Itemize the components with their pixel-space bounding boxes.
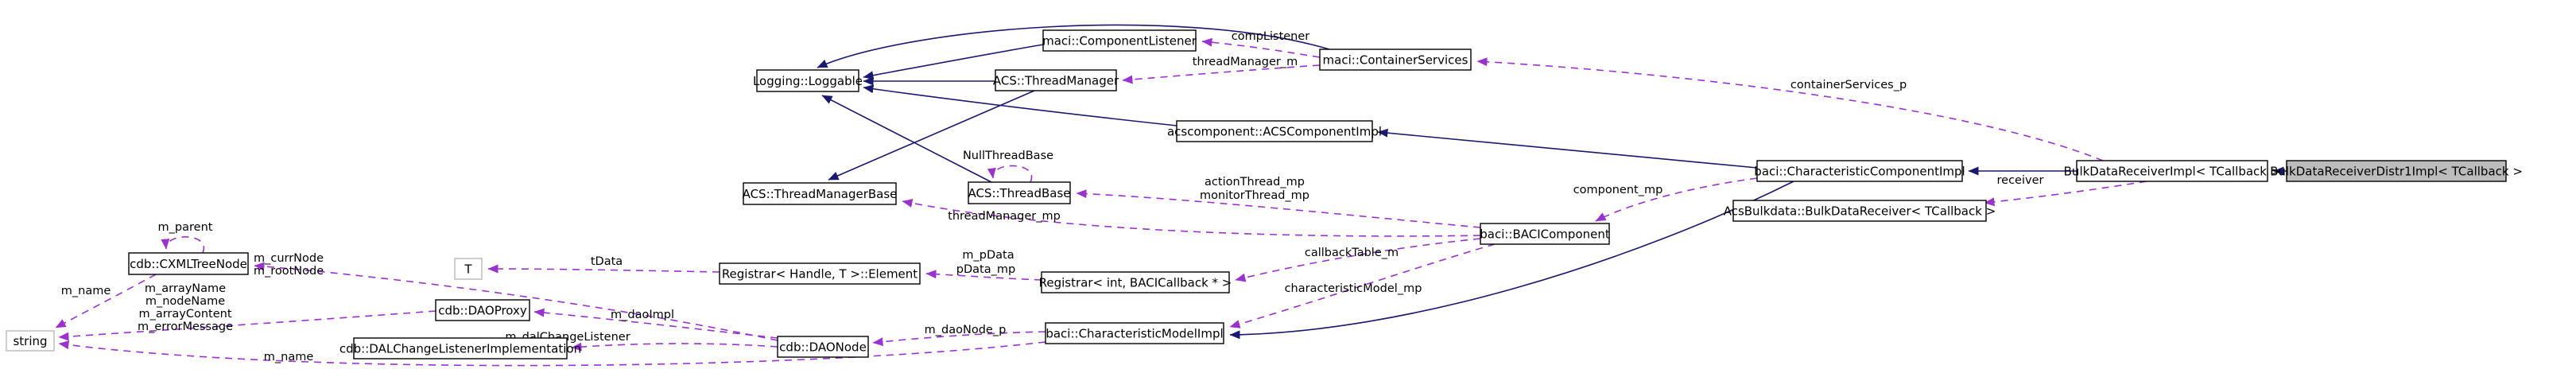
- node-label: baci::CharacteristicModelImpl: [1046, 327, 1223, 341]
- edge-label: actionThread_mp: [1205, 176, 1305, 188]
- node-label: BulkDataReceiverImpl< TCallback >: [2064, 165, 2281, 179]
- node-cxmlTreeNode[interactable]: cdb::CXMLTreeNode: [128, 252, 249, 275]
- node-label: string: [13, 334, 47, 348]
- node-componentListener[interactable]: maci::ComponentListener: [1042, 29, 1197, 52]
- node-label: ACS::ThreadManager: [993, 74, 1119, 88]
- edge-daoNode-daoProxy: [533, 308, 778, 339]
- node-containerServices[interactable]: maci::ContainerServices: [1319, 49, 1472, 71]
- node-label: Logging::Loggable: [753, 74, 863, 88]
- node-label: Registrar< int, BACICallback * >: [1039, 276, 1232, 290]
- node-dalChangeListenerImpl[interactable]: cdb::DALChangeListenerImplementation: [339, 337, 581, 360]
- edge-acsComponentImpl-loggable: [863, 84, 1177, 126]
- edge-label: m_parent: [158, 221, 213, 234]
- node-registrarElement[interactable]: Registrar< Handle, T >::Element: [719, 262, 921, 285]
- node-loggable[interactable]: Logging::Loggable: [753, 69, 863, 92]
- edge-label: m_daoNode_p: [925, 324, 1007, 336]
- node-label: Registrar< Handle, T >::Element: [722, 267, 918, 282]
- node-label: acscomponent::ACSComponentImpl: [1167, 125, 1382, 139]
- edge-label: m_currNode: [254, 252, 324, 265]
- node-acsBulkdataReceiver[interactable]: AcsBulkdata::BulkDataReceiver< TCallback…: [1724, 200, 1996, 222]
- edge-ccImpl-characteristicModelImpl: [1229, 181, 1794, 340]
- edge-label: characteristicModel_mp: [1285, 282, 1422, 295]
- node-label: cdb::DAONode: [779, 340, 867, 355]
- edge-baci-threadBase: [1076, 189, 1481, 228]
- node-threadBase[interactable]: ACS::ThreadBase: [968, 181, 1071, 204]
- edge-bdrImpl-acsBulkdataReceiver: [1984, 181, 2147, 207]
- node-daoNode[interactable]: cdb::DAONode: [777, 336, 869, 358]
- edge-label: containerServices_p: [1790, 79, 1907, 91]
- node-label: cdb::DALChangeListenerImplementation: [339, 342, 581, 356]
- edge-threadManager-threadManagerBase: [828, 90, 1035, 181]
- edge-label: m_daoImpl: [611, 309, 674, 321]
- node-label: maci::ContainerServices: [1323, 53, 1468, 68]
- node-label: AcsBulkdata::BulkDataReceiver< TCallback…: [1724, 204, 1996, 219]
- edge-label: tData: [591, 255, 623, 268]
- edge-label: m_arrayContent: [138, 308, 231, 321]
- edge-label: m_pData: [962, 249, 1014, 262]
- node-threadManagerBase[interactable]: ACS::ThreadManagerBase: [743, 182, 898, 205]
- edge-baci-threadManagerBase: [902, 199, 1481, 237]
- node-label: ACS::ThreadManagerBase: [743, 187, 898, 201]
- edge-label: m_name: [264, 351, 314, 363]
- node-baciComponent[interactable]: baci::BACIComponent: [1480, 223, 1610, 245]
- node-label: ACS::ThreadBase: [968, 186, 1070, 200]
- node-tNode[interactable]: T: [454, 258, 483, 280]
- edge-label: receiver: [1997, 174, 2044, 187]
- edge-threadBase-loggable: [821, 95, 992, 183]
- edge-cxml-self: [161, 236, 205, 254]
- edge-bdrImpl-containerServices: [1476, 57, 2104, 161]
- node-label: maci::ComponentListener: [1042, 34, 1197, 49]
- node-bulkDataReceiverDistr1Impl[interactable]: BulkDataReceiverDistr1Impl< TCallback >: [2270, 160, 2523, 182]
- edge-daoNode-cxml: [254, 262, 778, 341]
- edge-baci-characteristicModelImpl: [1229, 243, 1496, 328]
- edge-cmImpl-daoNode: [872, 331, 1046, 347]
- node-label: cdb::CXMLTreeNode: [130, 257, 247, 271]
- edge-componentListener-loggable: [863, 44, 1044, 80]
- edge-label: callbackTable_m: [1305, 247, 1399, 259]
- node-label: baci::BACIComponent: [1480, 227, 1610, 242]
- node-label: T: [464, 262, 472, 277]
- edge-threadBase-self: [987, 165, 1033, 183]
- node-label: baci::CharacteristicComponentImpl: [1754, 165, 1965, 179]
- edge-daoNode-dalcl: [571, 342, 778, 352]
- edge-baci-registrarInt: [1235, 238, 1481, 282]
- edge-ccImpl-acsComponentImpl: [1377, 128, 1758, 169]
- edge-label: component_mp: [1573, 184, 1663, 196]
- node-characteristicModelImpl[interactable]: baci::CharacteristicModelImpl: [1045, 322, 1224, 344]
- node-threadManager[interactable]: ACS::ThreadManager: [993, 69, 1119, 91]
- edge-label: monitorThread_mp: [1200, 189, 1309, 202]
- edge-label: m_errorMessage: [138, 321, 233, 333]
- edge-label: m_rootNode: [254, 265, 324, 278]
- node-label: BulkDataReceiverDistr1Impl< TCallback >: [2270, 165, 2523, 179]
- edge-cs-threadManager: [1122, 64, 1321, 84]
- edge-label: m_nodeName: [145, 295, 225, 308]
- edge-containerServices-loggable: [817, 24, 1330, 68]
- node-characteristicComponentImpl[interactable]: baci::CharacteristicComponentImpl: [1754, 160, 1965, 182]
- node-stringNode[interactable]: string: [6, 330, 55, 352]
- edge-label: threadManager_mp: [948, 210, 1061, 223]
- edge-ccImpl-baciComponent: [1595, 177, 1758, 222]
- edge-label: compListener: [1232, 30, 1310, 43]
- edge-cmImpl-string: [58, 340, 1046, 367]
- edge-label: pData_mp: [956, 263, 1015, 276]
- edge-daoProxy-string: [58, 310, 436, 341]
- node-acsComponentImpl[interactable]: acscomponent::ACSComponentImpl: [1167, 120, 1382, 142]
- edge-element-t: [487, 264, 720, 274]
- edge-label: threadManager_m: [1193, 56, 1298, 68]
- edge-label: m_name: [61, 285, 111, 297]
- node-label: cdb::DAOProxy: [438, 304, 527, 318]
- node-daoProxy[interactable]: cdb::DAOProxy: [435, 299, 530, 321]
- edge-label: NullThreadBase: [963, 150, 1053, 162]
- node-registrarInt[interactable]: Registrar< int, BACICallback * >: [1039, 271, 1232, 293]
- edge-cs-componentListener: [1201, 37, 1321, 58]
- node-bulkDataReceiverImpl[interactable]: BulkDataReceiverImpl< TCallback >: [2064, 160, 2281, 182]
- edge-cxml-string: [55, 274, 157, 328]
- edge-label: m_arrayName: [145, 282, 226, 295]
- edge-registrarInt-element: [925, 270, 1042, 281]
